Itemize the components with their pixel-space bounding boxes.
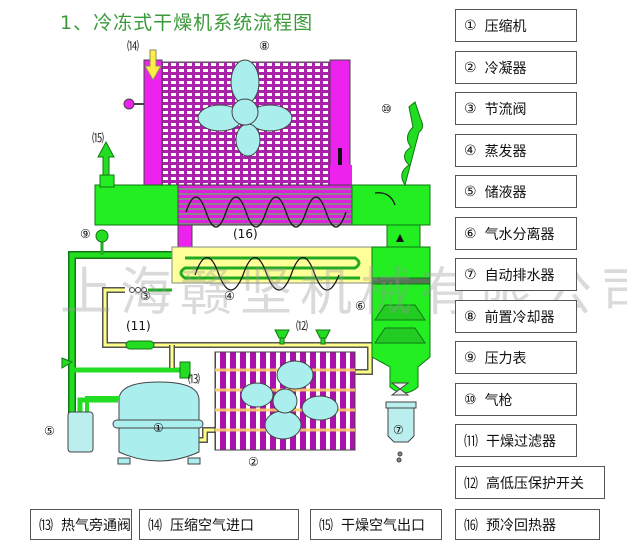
label-gauge: ⑨ <box>80 227 91 241</box>
air-gun-icon <box>401 101 424 187</box>
label-outlet: ⒂ <box>92 130 104 145</box>
label-bypass: ⒀ <box>188 372 200 386</box>
fan-icon <box>197 59 293 157</box>
label-separator: ⑥ <box>355 299 366 313</box>
outlet-arrow-icon <box>97 140 115 176</box>
condenser <box>214 351 356 451</box>
legend-item: ⒁压缩空气进口 <box>139 509 299 540</box>
auto-drain <box>385 382 417 463</box>
label-switch: ⑿ <box>296 319 308 333</box>
evaporator <box>129 246 373 293</box>
inlet-arrow-icon <box>144 49 162 82</box>
precooler <box>123 49 351 189</box>
dryer-filter-icon <box>125 340 155 350</box>
page-title: 1、冷冻式干燥机系统流程图 <box>60 12 314 34</box>
refrigerant-pipes <box>102 287 373 443</box>
bypass-valve-icon <box>61 357 191 379</box>
pressure-switch-icon <box>274 329 331 345</box>
label-inlet: ⒁ <box>127 39 139 53</box>
compressor <box>112 381 204 465</box>
label-precooler: ⑧ <box>259 39 270 53</box>
pressure-gauge-icon <box>95 229 109 255</box>
expansion-valve-icon <box>129 287 172 293</box>
label-recuperator: (16) <box>233 227 258 241</box>
legend-item: ⑾干燥过滤器 <box>455 424 577 457</box>
label-compressor: ① <box>153 421 164 435</box>
fan-icon <box>240 360 339 440</box>
label-evaporator: ④ <box>224 289 235 303</box>
legend-item: ⒀热气旁通阀 <box>30 509 132 540</box>
receiver <box>67 411 94 453</box>
label-condenser: ② <box>248 455 259 469</box>
legend-item: ⑿高低压保护开关 <box>455 466 605 499</box>
label-throttle: ③ <box>140 289 151 303</box>
separator <box>371 224 431 394</box>
recuperator <box>94 165 431 249</box>
label-filter: (11) <box>126 319 151 333</box>
label-receiver: ⑤ <box>44 424 55 438</box>
legend-item: ⒃预冷回热器 <box>455 509 600 540</box>
label-air-gun: ⑩ <box>381 102 392 116</box>
legend-item: ⒂干燥空气出口 <box>310 509 442 540</box>
label-drain: ⑦ <box>393 423 404 437</box>
